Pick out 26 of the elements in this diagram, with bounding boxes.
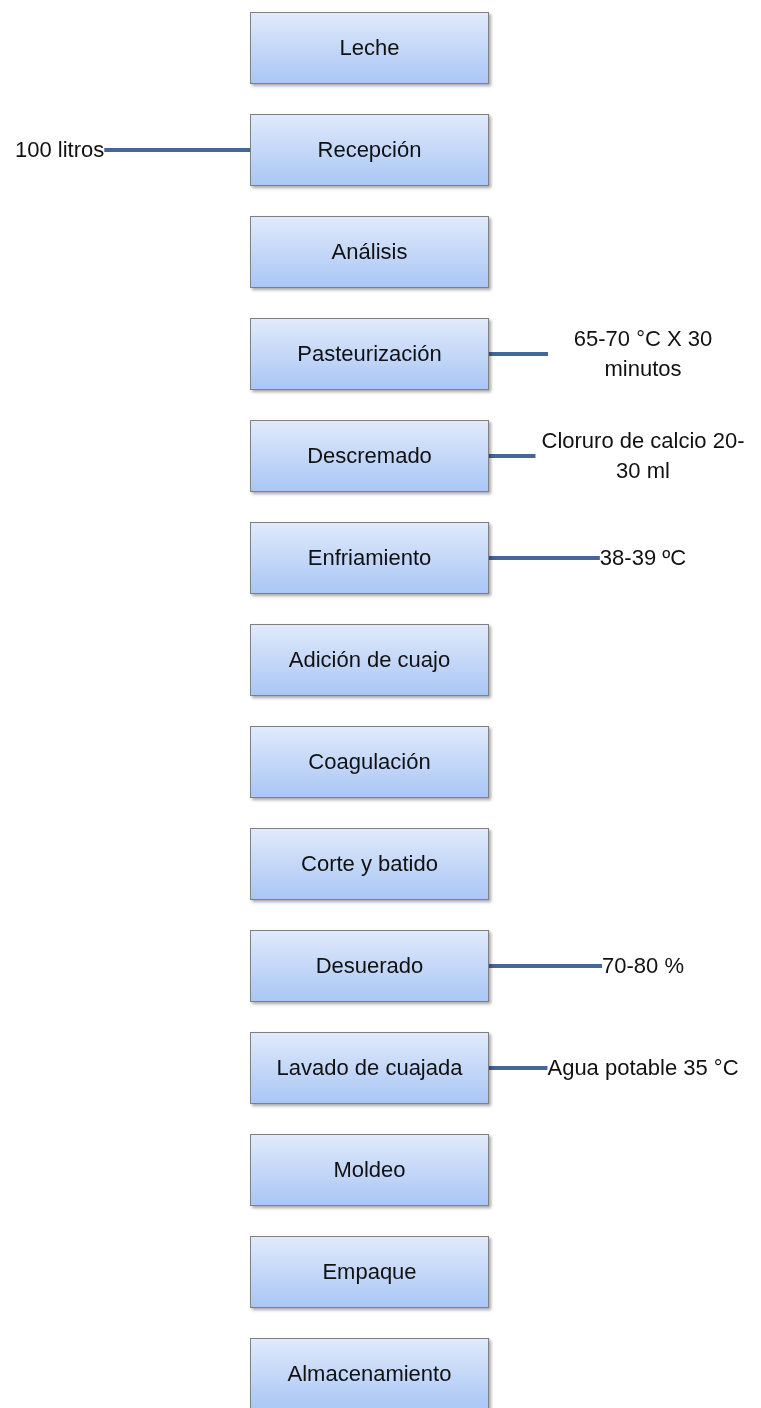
leader-line bbox=[489, 454, 536, 458]
process-box: Adición de cuajo bbox=[250, 624, 489, 696]
leader-line bbox=[489, 1066, 548, 1070]
process-box: Empaque bbox=[250, 1236, 489, 1308]
parameter-note: Cloruro de calcio 20-30 ml bbox=[535, 426, 751, 486]
process-box: Lavado de cuajada bbox=[250, 1032, 489, 1104]
process-box: Desuerado bbox=[250, 930, 489, 1002]
process-box: Enfriamiento bbox=[250, 522, 489, 594]
parameter-note: Agua potable 35 °C bbox=[547, 1053, 739, 1083]
leader-line bbox=[489, 352, 548, 356]
process-box: Recepción bbox=[250, 114, 489, 186]
process-box: Análisis bbox=[250, 216, 489, 288]
process-box: Corte y batido bbox=[250, 828, 489, 900]
parameter-note: 70-80 % bbox=[602, 951, 684, 981]
process-box: Descremado bbox=[250, 420, 489, 492]
parameter-note: 38-39 ºC bbox=[599, 543, 687, 573]
process-box: Coagulación bbox=[250, 726, 489, 798]
parameter-note: 100 litros bbox=[15, 135, 105, 165]
leader-line bbox=[489, 556, 600, 560]
leader-line bbox=[104, 148, 250, 152]
process-box: Almacenamiento bbox=[250, 1338, 489, 1408]
process-box: Leche bbox=[250, 12, 489, 84]
parameter-note: 65-70 °C X 30 minutos bbox=[548, 324, 738, 384]
process-box: Moldeo bbox=[250, 1134, 489, 1206]
process-box: Pasteurización bbox=[250, 318, 489, 390]
leader-line bbox=[489, 964, 602, 968]
